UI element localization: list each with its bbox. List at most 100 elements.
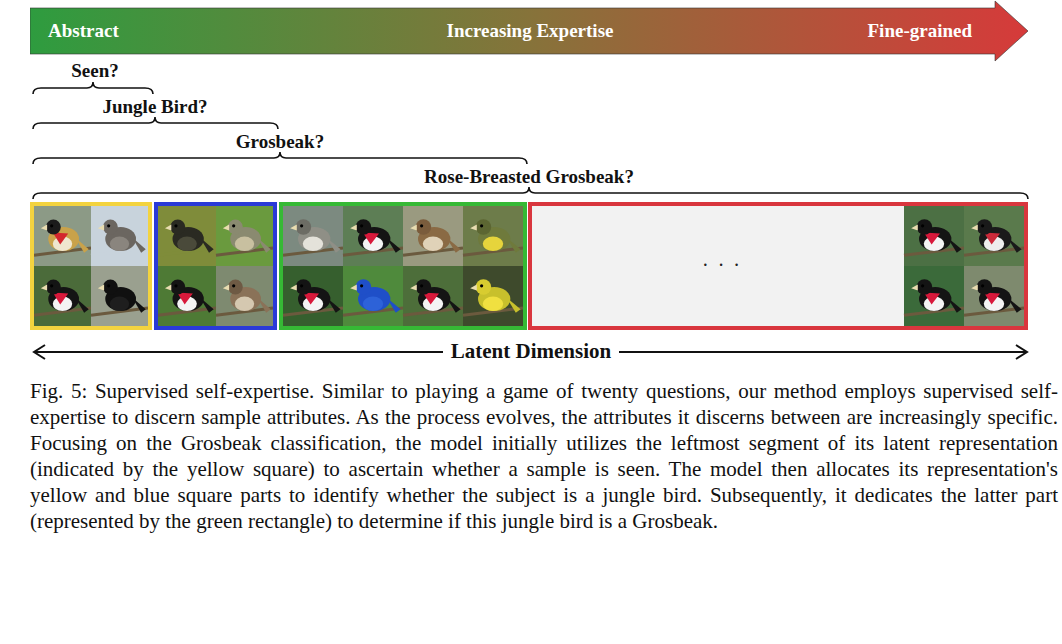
bird-photo-part (964, 266, 1024, 326)
bird-photo-part (480, 284, 483, 287)
bird-photo (403, 206, 463, 266)
figure-caption: Fig. 5: Supervised self-expertise. Simil… (30, 378, 1058, 534)
bird-photo-part (158, 206, 216, 266)
bird-photo-part (360, 284, 363, 287)
bird-photo-part (170, 219, 185, 234)
ellipsis-text: · · · (702, 254, 742, 276)
bird-photo-part (110, 297, 129, 311)
label-slot: Latent Dimension (0, 340, 1062, 363)
green-segment (281, 204, 525, 328)
bird-photo (964, 206, 1024, 266)
bird-photo-part (303, 237, 323, 251)
bird-photo-part (363, 297, 383, 311)
brace (33, 117, 278, 129)
bird-photo-part (971, 225, 978, 231)
brace (33, 187, 1028, 199)
bird-photo-part (232, 284, 235, 287)
arrow-text: Abstract (48, 20, 119, 41)
red-box-ground (532, 206, 1024, 326)
brace (33, 82, 153, 94)
bird-photo-part (300, 284, 303, 287)
bird-photo-part (904, 266, 964, 326)
bird-photo-part (283, 266, 343, 326)
bird-photo-part (911, 285, 918, 291)
bird-photo-part (174, 284, 177, 287)
bird-photo (91, 206, 148, 266)
bird-photo-part (921, 284, 924, 287)
bird-photo-part (165, 225, 171, 231)
bird-photo (904, 206, 964, 266)
bird-photo-part (343, 206, 403, 266)
bird-photo-part (483, 237, 503, 251)
bird-photo-part (350, 285, 357, 291)
bird-photo-part (343, 266, 403, 326)
fine-grained-segment: · · · (528, 202, 1028, 330)
bird-photo-part (403, 266, 463, 326)
bird-photo-part (981, 284, 984, 287)
question-label: Jungle Bird? (102, 96, 207, 117)
bird-photo-part (216, 206, 273, 266)
bird-photo (964, 266, 1024, 326)
bird-photo-part (174, 224, 177, 227)
bird-photo-part (410, 225, 417, 231)
bird-photo-part (463, 206, 523, 266)
bird-photo (34, 206, 91, 266)
bird-photo-part (403, 206, 463, 266)
blue-segment (156, 204, 275, 328)
bird-photo-part (356, 279, 372, 295)
bird-photo-part (423, 237, 443, 251)
bird-photo-part (98, 285, 104, 291)
bird-photo-part (360, 224, 363, 227)
bird-photo-part (476, 279, 492, 295)
label-slot: Grosbeak? (0, 131, 811, 152)
text-slot: · · · (536, 254, 908, 276)
bird-photo (158, 206, 216, 266)
bird-photo (216, 266, 273, 326)
bird-photo-part (103, 220, 118, 235)
bird-photo-part (34, 266, 91, 326)
bird-photo-part (480, 224, 483, 227)
bird-photo-part (235, 297, 254, 311)
bird-photo-part (50, 224, 53, 227)
bird-photo-part (917, 279, 933, 295)
label-slot: Rose-Breasted Grosbeak? (0, 166, 1060, 187)
bird-photo-part (223, 285, 229, 291)
bird-photo-part (103, 280, 118, 295)
bird-photo-part (110, 237, 129, 251)
bird-photo-part (977, 219, 993, 235)
yellow-segment (32, 204, 150, 328)
bird-photo-part (420, 224, 423, 227)
bird-photo-part (50, 284, 53, 287)
bird-photo (343, 266, 403, 326)
text-slot: Abstract (48, 20, 119, 41)
text-slot: Fine-grained (868, 20, 973, 41)
bird-photo (158, 266, 216, 326)
bird-photo-part (283, 206, 343, 266)
bird-photo-part (981, 224, 984, 227)
bird-photo-part (216, 266, 273, 326)
bird-photo-part (964, 206, 1024, 266)
bird-photo-part (107, 224, 110, 227)
bird-photo-part (46, 280, 61, 295)
bird-photo (91, 266, 148, 326)
bird-photo-part (296, 279, 312, 295)
bird-photo (343, 206, 403, 266)
label-slot: Seen? (0, 60, 626, 81)
bird-photo-part (921, 224, 924, 227)
caption-slot: Fig. 5: Supervised self-expertise. Simil… (30, 378, 1058, 534)
bird-photo-part (483, 297, 503, 311)
bird-photo-part (223, 225, 229, 231)
arrow-text: Fine-grained (868, 20, 973, 41)
bird-photo-part (300, 224, 303, 227)
bird-photo-part (158, 266, 216, 326)
question-label: Grosbeak? (236, 131, 324, 152)
bird-photo (904, 266, 964, 326)
bird-photo (403, 266, 463, 326)
bird-photo-part (410, 285, 417, 291)
expertise-arrow: AbstractIncreasing ExpertiseFine-grained (30, 0, 1030, 62)
bird-photo-part (463, 266, 523, 326)
bird-photo-part (228, 280, 243, 295)
bird-photo-part (296, 219, 312, 235)
bird-photo-part (416, 279, 432, 295)
bird-photo (283, 266, 343, 326)
